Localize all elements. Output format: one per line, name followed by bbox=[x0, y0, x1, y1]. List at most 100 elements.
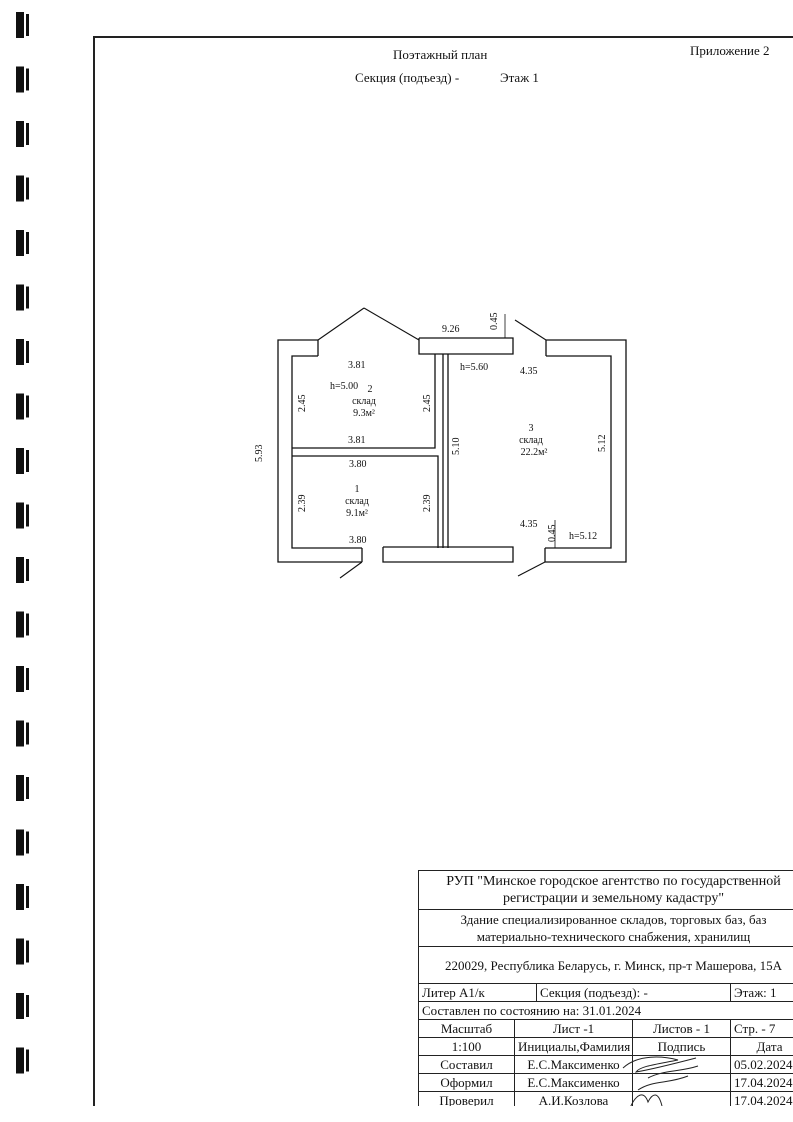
binder-hole-edge bbox=[26, 14, 29, 36]
section-label: Секция (подъезд) - bbox=[355, 70, 460, 85]
stamp-date: 17.04.2024 bbox=[729, 1091, 793, 1106]
binder-hole-edge bbox=[26, 995, 29, 1017]
binder-hole bbox=[16, 121, 24, 147]
room3-height-top: h=5.60 bbox=[460, 362, 488, 373]
stamp-section: Секция (подъезд): - bbox=[536, 983, 731, 1002]
stamp-role: Оформил bbox=[418, 1073, 515, 1092]
binder-hole-edge bbox=[26, 395, 29, 418]
binder-hole-edge bbox=[26, 613, 29, 636]
dim-overall-length: 9.26 bbox=[442, 324, 460, 335]
dim-corridor: 5.10 bbox=[451, 438, 462, 456]
binder-hole-edge bbox=[26, 341, 29, 363]
stamp-compiled: Составлен по состоянию на: 31.01.2024 bbox=[418, 1001, 793, 1020]
room2-name: склад bbox=[352, 396, 376, 407]
stamp-date: 17.04.2024 bbox=[729, 1073, 793, 1092]
stamp-date: 05.02.2024 bbox=[729, 1055, 793, 1074]
dim-overall-width: 5.93 bbox=[254, 445, 265, 463]
room2-number: 2 bbox=[368, 384, 373, 395]
dim-door-top: 0.45 bbox=[489, 313, 500, 331]
stamp-person: Е.С.Максименко bbox=[514, 1073, 633, 1092]
binder-holes bbox=[16, 12, 29, 1074]
frame-top-border bbox=[93, 36, 793, 38]
stamp-person: А.И.Козлова bbox=[514, 1091, 633, 1106]
binder-hole bbox=[16, 284, 24, 311]
binder-hole-edge bbox=[26, 177, 29, 200]
room3-wid-right: 5.12 bbox=[597, 435, 608, 453]
binder-hole-edge bbox=[26, 504, 29, 527]
stamp-floor: Этаж: 1 bbox=[729, 983, 793, 1002]
room2-wid-left: 2.45 bbox=[297, 395, 308, 413]
binder-hole-edge bbox=[26, 286, 29, 309]
binder-hole-edge bbox=[26, 777, 29, 799]
binder-hole bbox=[16, 1047, 24, 1074]
room1-wid-right: 2.39 bbox=[422, 495, 433, 513]
room3-len-bottom: 4.35 bbox=[520, 519, 538, 530]
binder-hole-edge bbox=[26, 940, 29, 963]
frame-left-border bbox=[93, 36, 95, 1106]
room3-name: склад bbox=[519, 435, 543, 446]
dim-door-bottom: 0.45 bbox=[547, 525, 558, 543]
binder-hole-edge bbox=[26, 886, 29, 908]
binder-hole-edge bbox=[26, 559, 29, 581]
interior-walls bbox=[292, 354, 449, 548]
room1-name: склад bbox=[345, 496, 369, 507]
binder-hole bbox=[16, 339, 24, 365]
room3-height-bottom: h=5.12 bbox=[569, 531, 597, 542]
floor-label: Этаж 1 bbox=[500, 70, 539, 85]
title-block: РУП "Минское городское агентство по госу… bbox=[418, 870, 793, 1106]
stamp-liter: Литер А1/к bbox=[418, 983, 537, 1002]
stamp-role: Составил bbox=[418, 1055, 515, 1074]
room3-number: 3 bbox=[529, 423, 534, 434]
stamp-scale-label: Масштаб bbox=[418, 1019, 515, 1038]
binder-hole bbox=[16, 829, 24, 856]
room1-wid-left: 2.39 bbox=[297, 495, 308, 513]
stamp-person: Е.С.Максименко bbox=[514, 1055, 633, 1074]
room3-area: 22.2м² bbox=[521, 447, 548, 458]
binder-hole bbox=[16, 12, 24, 38]
dimension-ticks bbox=[504, 314, 556, 548]
stamp-sheet: Лист -1 bbox=[514, 1019, 633, 1038]
binder-hole bbox=[16, 175, 24, 202]
binder-hole-edge bbox=[26, 450, 29, 472]
binder-hole-edge bbox=[26, 831, 29, 854]
binder-hole-edge bbox=[26, 722, 29, 745]
binder-hole-edge bbox=[26, 68, 29, 91]
binder-hole bbox=[16, 666, 24, 692]
room1-len-bottom: 3.80 bbox=[349, 535, 367, 546]
room2-height: h=5.00 bbox=[330, 381, 358, 392]
binder-hole bbox=[16, 448, 24, 474]
stamp-scale: 1:100 bbox=[418, 1037, 515, 1056]
binder-hole bbox=[16, 938, 24, 965]
stamp-initials-header: Инициалы,Фамилия bbox=[514, 1037, 633, 1056]
room2-len-top: 3.81 bbox=[348, 360, 366, 371]
room1-len-top: 3.80 bbox=[349, 459, 367, 470]
binder-hole bbox=[16, 611, 24, 638]
stamp-sheets: Листов - 1 bbox=[632, 1019, 731, 1038]
room1-number: 1 bbox=[355, 484, 360, 495]
binder-hole-edge bbox=[26, 123, 29, 145]
binder-hole bbox=[16, 775, 24, 801]
stamp-organization: РУП "Минское городское агентство по госу… bbox=[418, 870, 793, 910]
binder-hole-edge bbox=[26, 668, 29, 690]
outer-walls bbox=[277, 337, 627, 563]
stamp-object: Здание специализированное складов, торго… bbox=[418, 909, 793, 947]
stamp-date-header: Дата bbox=[729, 1037, 793, 1056]
stamp-role: Проверил bbox=[418, 1091, 515, 1106]
room1-area: 9.1м² bbox=[346, 508, 368, 519]
binder-hole bbox=[16, 502, 24, 529]
room3-len-top: 4.35 bbox=[520, 366, 538, 377]
room2-area: 9.3м² bbox=[353, 408, 375, 419]
stamp-signature-header: Подпись bbox=[632, 1037, 731, 1056]
binder-hole bbox=[16, 993, 24, 1019]
room2-wid-right: 2.45 bbox=[422, 395, 433, 413]
door-swings bbox=[317, 307, 547, 579]
binder-hole-edge bbox=[26, 232, 29, 254]
binder-hole bbox=[16, 230, 24, 256]
binder-hole bbox=[16, 884, 24, 910]
page-title: Поэтажный план bbox=[393, 47, 488, 62]
binder-hole bbox=[16, 557, 24, 583]
handwritten-signature bbox=[622, 1056, 699, 1106]
binder-hole-edge bbox=[26, 1049, 29, 1072]
binder-hole bbox=[16, 720, 24, 747]
